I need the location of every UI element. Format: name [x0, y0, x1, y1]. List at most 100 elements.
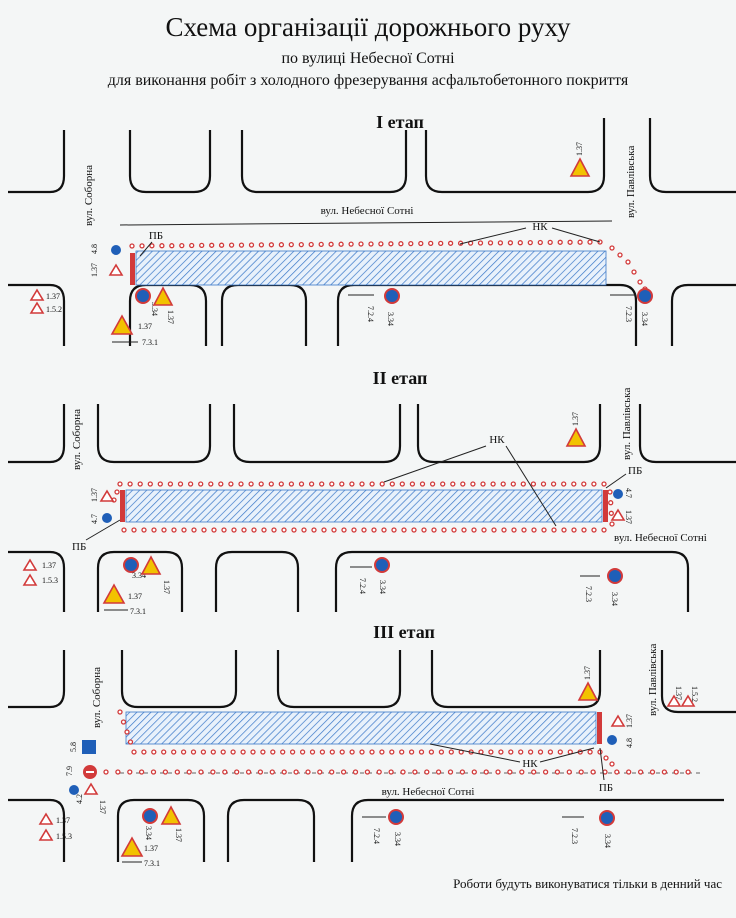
- fence-dot: [201, 527, 207, 533]
- fence-dot: [298, 241, 304, 248]
- fence-dot: [349, 481, 355, 487]
- fence-dot: [329, 749, 335, 755]
- fence-dot: [177, 481, 184, 487]
- fence-dot: [685, 769, 691, 775]
- stage-2-street-main: вул. Небесної Сотні: [614, 532, 707, 544]
- fence-dot: [378, 241, 384, 247]
- fence-dot: [487, 240, 494, 246]
- fence-dot: [412, 769, 418, 775]
- stage-3-warning-icon-e: [666, 694, 682, 707]
- stage-2-street-right: вул. Павлівська: [621, 388, 633, 460]
- fence-dot: [328, 241, 334, 247]
- stage-1-work-zone: [135, 250, 607, 286]
- stage-3-warning-icon-a: [83, 782, 99, 795]
- fence-dot: [299, 749, 306, 755]
- fence-dot: [341, 527, 347, 533]
- stage-2-barrier-left: [120, 490, 125, 522]
- stage-2-streets: [8, 404, 736, 612]
- fence-dot: [308, 481, 315, 487]
- fence-dot: [637, 279, 643, 285]
- fence-dot: [537, 749, 544, 755]
- fence-dot: [251, 527, 257, 533]
- fence-dot: [151, 527, 157, 533]
- stage-3-sign-code-7: 3.34: [144, 826, 153, 840]
- fence-dot: [399, 481, 405, 487]
- fence-dot: [278, 481, 284, 487]
- fence-dot: [491, 527, 497, 533]
- stage-2-work-zone: [125, 489, 603, 523]
- fence-dot: [352, 769, 359, 775]
- fence-dot: [222, 769, 228, 775]
- stage-3-title: ІІІ етап: [373, 622, 435, 642]
- fence-dot: [379, 749, 385, 755]
- fence-dot: [460, 481, 466, 487]
- fence-dot: [161, 527, 167, 533]
- stage-3-no-stopping-icon-b: [388, 809, 404, 825]
- fence-dot: [127, 739, 134, 745]
- fence-dot: [171, 749, 177, 755]
- stage-2-sign-code-11: 7.2.3: [584, 586, 593, 602]
- fence-dot: [488, 749, 494, 755]
- fence-dot: [409, 481, 416, 487]
- stage-1-roadwork-icon-b: [110, 314, 134, 335]
- footer-note: Роботи будуть виконуватися тільки в денн…: [453, 876, 722, 891]
- fence-dot: [241, 527, 247, 533]
- fence-dot: [451, 527, 457, 533]
- fence-dot: [187, 481, 194, 487]
- fence-dot: [245, 769, 252, 775]
- stage-2-sign-code-12: 3.34: [610, 592, 619, 606]
- fence-dot: [161, 749, 167, 755]
- fence-dot: [581, 527, 587, 533]
- fence-dot: [530, 481, 537, 487]
- fence-dot: [500, 481, 506, 487]
- fence-dot: [541, 527, 547, 533]
- fence-dot: [198, 481, 204, 487]
- fence-dot: [220, 749, 226, 755]
- fence-dot: [389, 481, 395, 487]
- stage-1-label-pb: ПБ: [149, 230, 163, 242]
- stage-2-sign-code-9: 7.2.4: [358, 578, 367, 594]
- stage-2-warning-icon-b: [22, 558, 38, 571]
- fence-dot: [389, 749, 395, 755]
- fence-dot: [288, 241, 294, 248]
- fence-dot: [542, 769, 549, 775]
- stage-1-sign-1-37-icon: [108, 263, 124, 276]
- fence-dot: [141, 749, 147, 755]
- stage-3-sign-4-8-icon: [607, 735, 617, 745]
- fence-dot: [398, 241, 404, 247]
- fence-dot: [124, 729, 130, 735]
- stage-3-sign-code-17: 1.37: [625, 714, 634, 728]
- fence-dot: [527, 239, 533, 246]
- fence-dot: [289, 749, 296, 755]
- stage-1-sign-code-6: 1.37: [166, 310, 175, 324]
- fence-dot: [281, 769, 287, 775]
- fence-dot: [131, 749, 137, 755]
- fence-dot: [408, 240, 414, 247]
- fence-dot: [609, 521, 615, 527]
- stage-1-sign-code-3: 1.37: [46, 292, 60, 301]
- fence-dot: [271, 527, 277, 533]
- stage-3-label-nk: НК: [522, 758, 538, 770]
- stage-3-roadwork-icon-b: [120, 836, 144, 857]
- fence-dot: [305, 769, 311, 775]
- fence-dot: [280, 749, 286, 755]
- stage-1-sign-code-5: 3.34: [150, 302, 159, 316]
- fence-dot: [531, 769, 537, 775]
- fence-dot: [329, 769, 335, 775]
- fence-dot: [293, 769, 299, 775]
- stage-1-sign-code-10: 3.34: [386, 312, 395, 326]
- stage-1-sign-code-8: 7.3.1: [142, 338, 158, 347]
- fence-dot: [339, 749, 345, 755]
- fence-dot: [438, 749, 445, 755]
- stage-1-roadwork-icon-c: [569, 157, 591, 177]
- fence-dot: [497, 240, 504, 246]
- fence-dot: [120, 719, 127, 725]
- fence-dot: [257, 769, 264, 775]
- fence-dot: [162, 769, 169, 775]
- fence-dot: [268, 481, 274, 487]
- stage-2-sign-4-7-icon-a: [102, 513, 112, 523]
- fence-dot: [649, 769, 656, 775]
- stage-3-street-left: вул. Соборна: [91, 667, 103, 728]
- stage-3-sign-code-14: 3.34: [603, 834, 612, 848]
- fence-dot: [179, 242, 185, 249]
